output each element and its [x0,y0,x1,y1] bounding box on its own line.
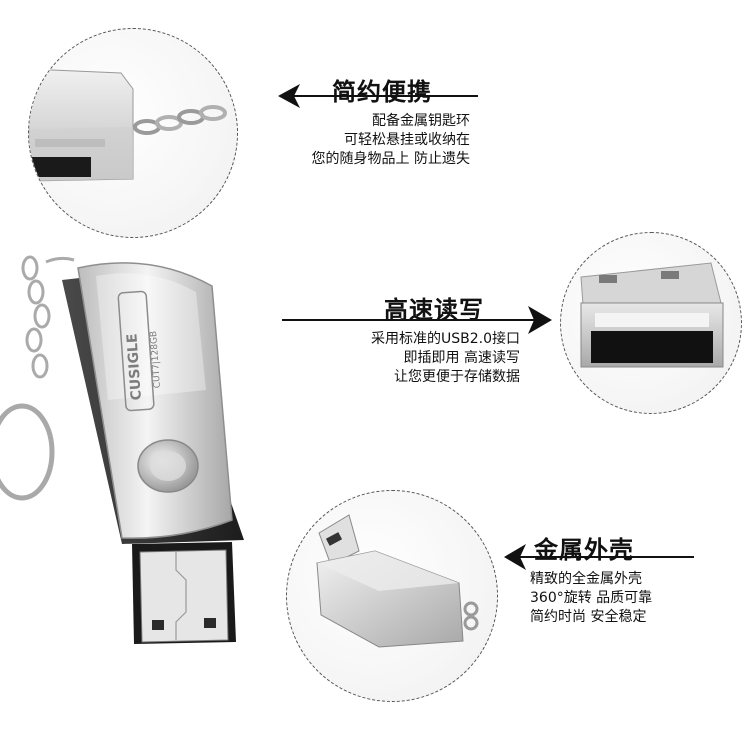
feature-desc-line: 配备金属钥匙环 [372,113,470,129]
usb-connector-detail-circle [560,232,742,414]
feature-title-portable: 简约便携 [332,78,432,106]
metal-shell-detail-circle [286,490,498,702]
feature-title-metal-shell: 金属外壳 [534,536,634,564]
feature-desc-line: 即插即用 高速读写 [403,350,520,366]
feature-desc-line: 简约时尚 安全稳定 [530,609,647,625]
brand-logo: CUSIGLE [124,333,145,401]
usb-flash-drive-image: CUSIGLE CUT7|128GB [0,255,244,644]
feature-desc-portable: 配备金属钥匙环 可轻松悬挂或收纳在 您的随身物品上 防止遗失 [266,112,470,169]
metal-shell-image [316,514,479,648]
usb-connector-image [580,262,724,368]
keyring-detail-circle [28,28,238,238]
feature-desc-line: 精致的全金属外壳 [530,571,642,587]
feature-desc-line: 让您更便于存储数据 [394,369,520,385]
arrow-right-icon [282,306,552,334]
feature-desc-line: 360°旋转 品质可靠 [530,590,653,606]
feature-desc-line: 可轻松悬挂或收纳在 [344,132,470,148]
arrow-left-icon [278,84,478,108]
arrow-left-icon [504,544,694,570]
feature-desc-metal-shell: 精致的全金属外壳 360°旋转 品质可靠 简约时尚 安全稳定 [530,570,700,627]
model-label: CUT7|128GB [149,330,163,388]
feature-desc-line: 您的随身物品上 防止遗失 [311,151,470,167]
feature-title-speed: 高速读写 [384,296,484,324]
feature-desc-line: 采用标准的USB2.0接口 [370,331,520,347]
keyring-detail-image [29,68,227,182]
feature-desc-speed: 采用标准的USB2.0接口 即插即用 高速读写 让您更便于存储数据 [332,330,520,387]
